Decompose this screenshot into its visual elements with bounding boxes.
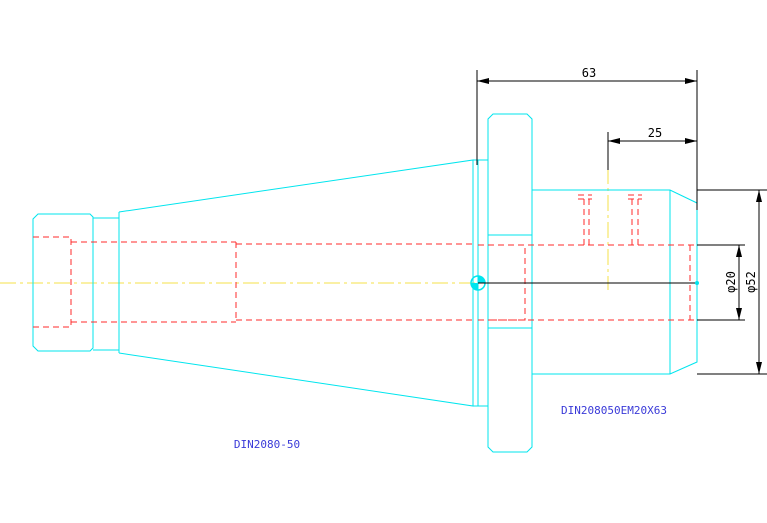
dimension-inner-length: 25 — [607, 126, 697, 170]
dimension-bore-diameter-text: φ20 — [724, 271, 738, 293]
dimension-outer-diameter-text: φ52 — [744, 271, 758, 293]
label-right-part: DIN208050EM20X63 — [561, 404, 667, 417]
center-point-marker — [470, 275, 699, 291]
taper-shank-hidden-bore — [33, 236, 473, 328]
dimension-bore-diameter: φ20 — [697, 244, 745, 321]
dimension-outer-diameter: φ52 — [697, 189, 767, 375]
dimension-overall-length-text: 63 — [582, 66, 596, 80]
dimension-overall-length: 63 — [476, 66, 698, 210]
holder-hidden-bore — [478, 194, 697, 321]
dimension-inner-length-text: 25 — [648, 126, 662, 140]
label-left-part: DIN2080-50 — [234, 438, 300, 451]
center-line — [0, 168, 609, 290]
